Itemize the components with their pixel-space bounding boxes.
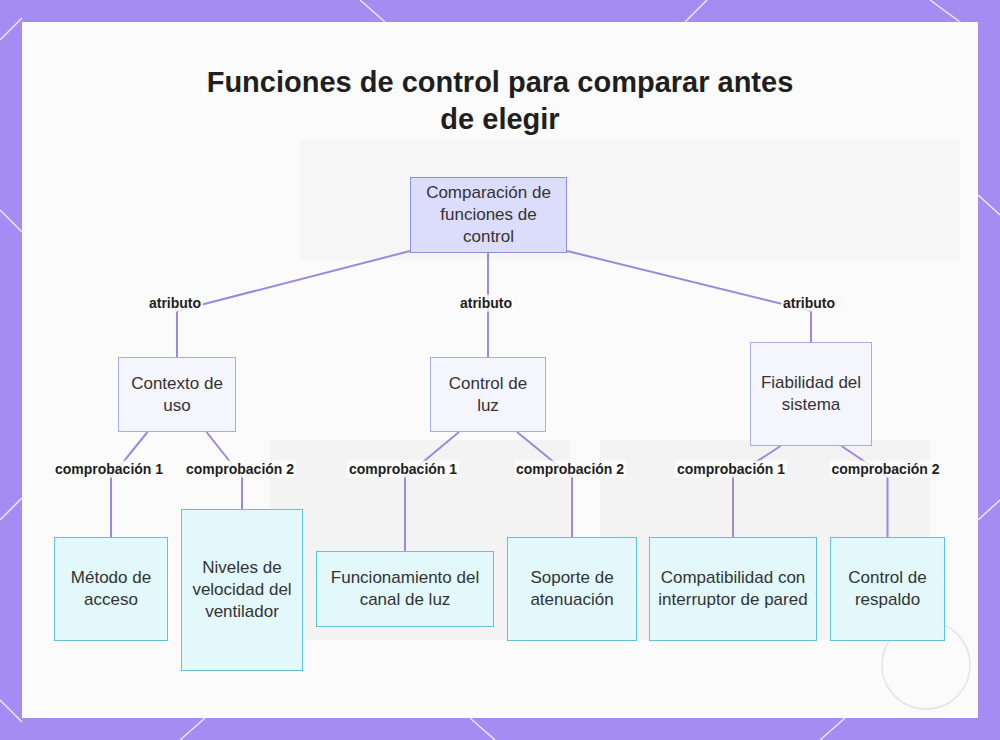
node-text-group: Control de respaldo [837,567,938,611]
node-text-group: Comparación de funciones de control [417,182,560,248]
edge-label: comprobación 1 [53,461,165,478]
node-text: Control de luz [437,373,539,417]
node-text-group: Compatibilidad con interruptor de pared [656,567,810,611]
edge-label: comprobación 2 [514,461,626,478]
edge-label: comprobación 1 [347,461,459,478]
node-text: Niveles de velocidad del ventilador [188,557,296,623]
node-text-group: Niveles de velocidad del ventilador [188,557,296,623]
check-box: Niveles de velocidad del ventilador [181,509,303,671]
node-text-group: Soporte de atenuación [514,567,630,611]
diagram-title: Funciones de control para comparar antes… [200,64,800,138]
edge-label: comprobación 2 [829,461,941,478]
connector-line [567,251,811,342]
node-text: Soporte de atenuación [514,567,630,611]
edge-label: comprobación 1 [675,461,787,478]
attribute-box: Fiabilidad del sistema [750,342,872,446]
edge-label: atributo [147,295,203,312]
check-box: Soporte de atenuación [507,537,637,641]
node-text: Compatibilidad con interruptor de pared [656,567,810,611]
root-box: Comparación de funciones de control [410,177,567,253]
connector-line [111,432,148,537]
node-text-group: Método de acceso [61,567,161,611]
edge-label: atributo [458,295,514,312]
node-text-group: Funcionamiento del canal de luz [323,567,487,611]
node-text: Contexto de uso [125,373,229,417]
connector-line [517,432,572,537]
node-text-group: Contexto de uso [125,373,229,417]
attribute-box: Contexto de uso [118,357,236,432]
node-text: Fiabilidad del sistema [757,372,865,416]
check-box: Método de acceso [54,537,168,641]
edge-label: comprobación 2 [184,461,296,478]
attribute-box: Control de luz [430,357,546,432]
connector-line [177,251,410,357]
connector-line [405,432,459,551]
check-box: Compatibilidad con interruptor de pared [649,537,817,641]
node-text: Control de respaldo [837,567,938,611]
check-box: Funcionamiento del canal de luz [316,551,494,627]
node-text: Método de acceso [61,567,161,611]
node-text: Comparación de funciones de control [417,182,560,248]
node-text: Funcionamiento del canal de luz [323,567,487,611]
check-box: Control de respaldo [830,537,945,641]
node-text-group: Control de luz [437,373,539,417]
edge-label: atributo [781,295,837,312]
node-text-group: Fiabilidad del sistema [757,372,865,416]
